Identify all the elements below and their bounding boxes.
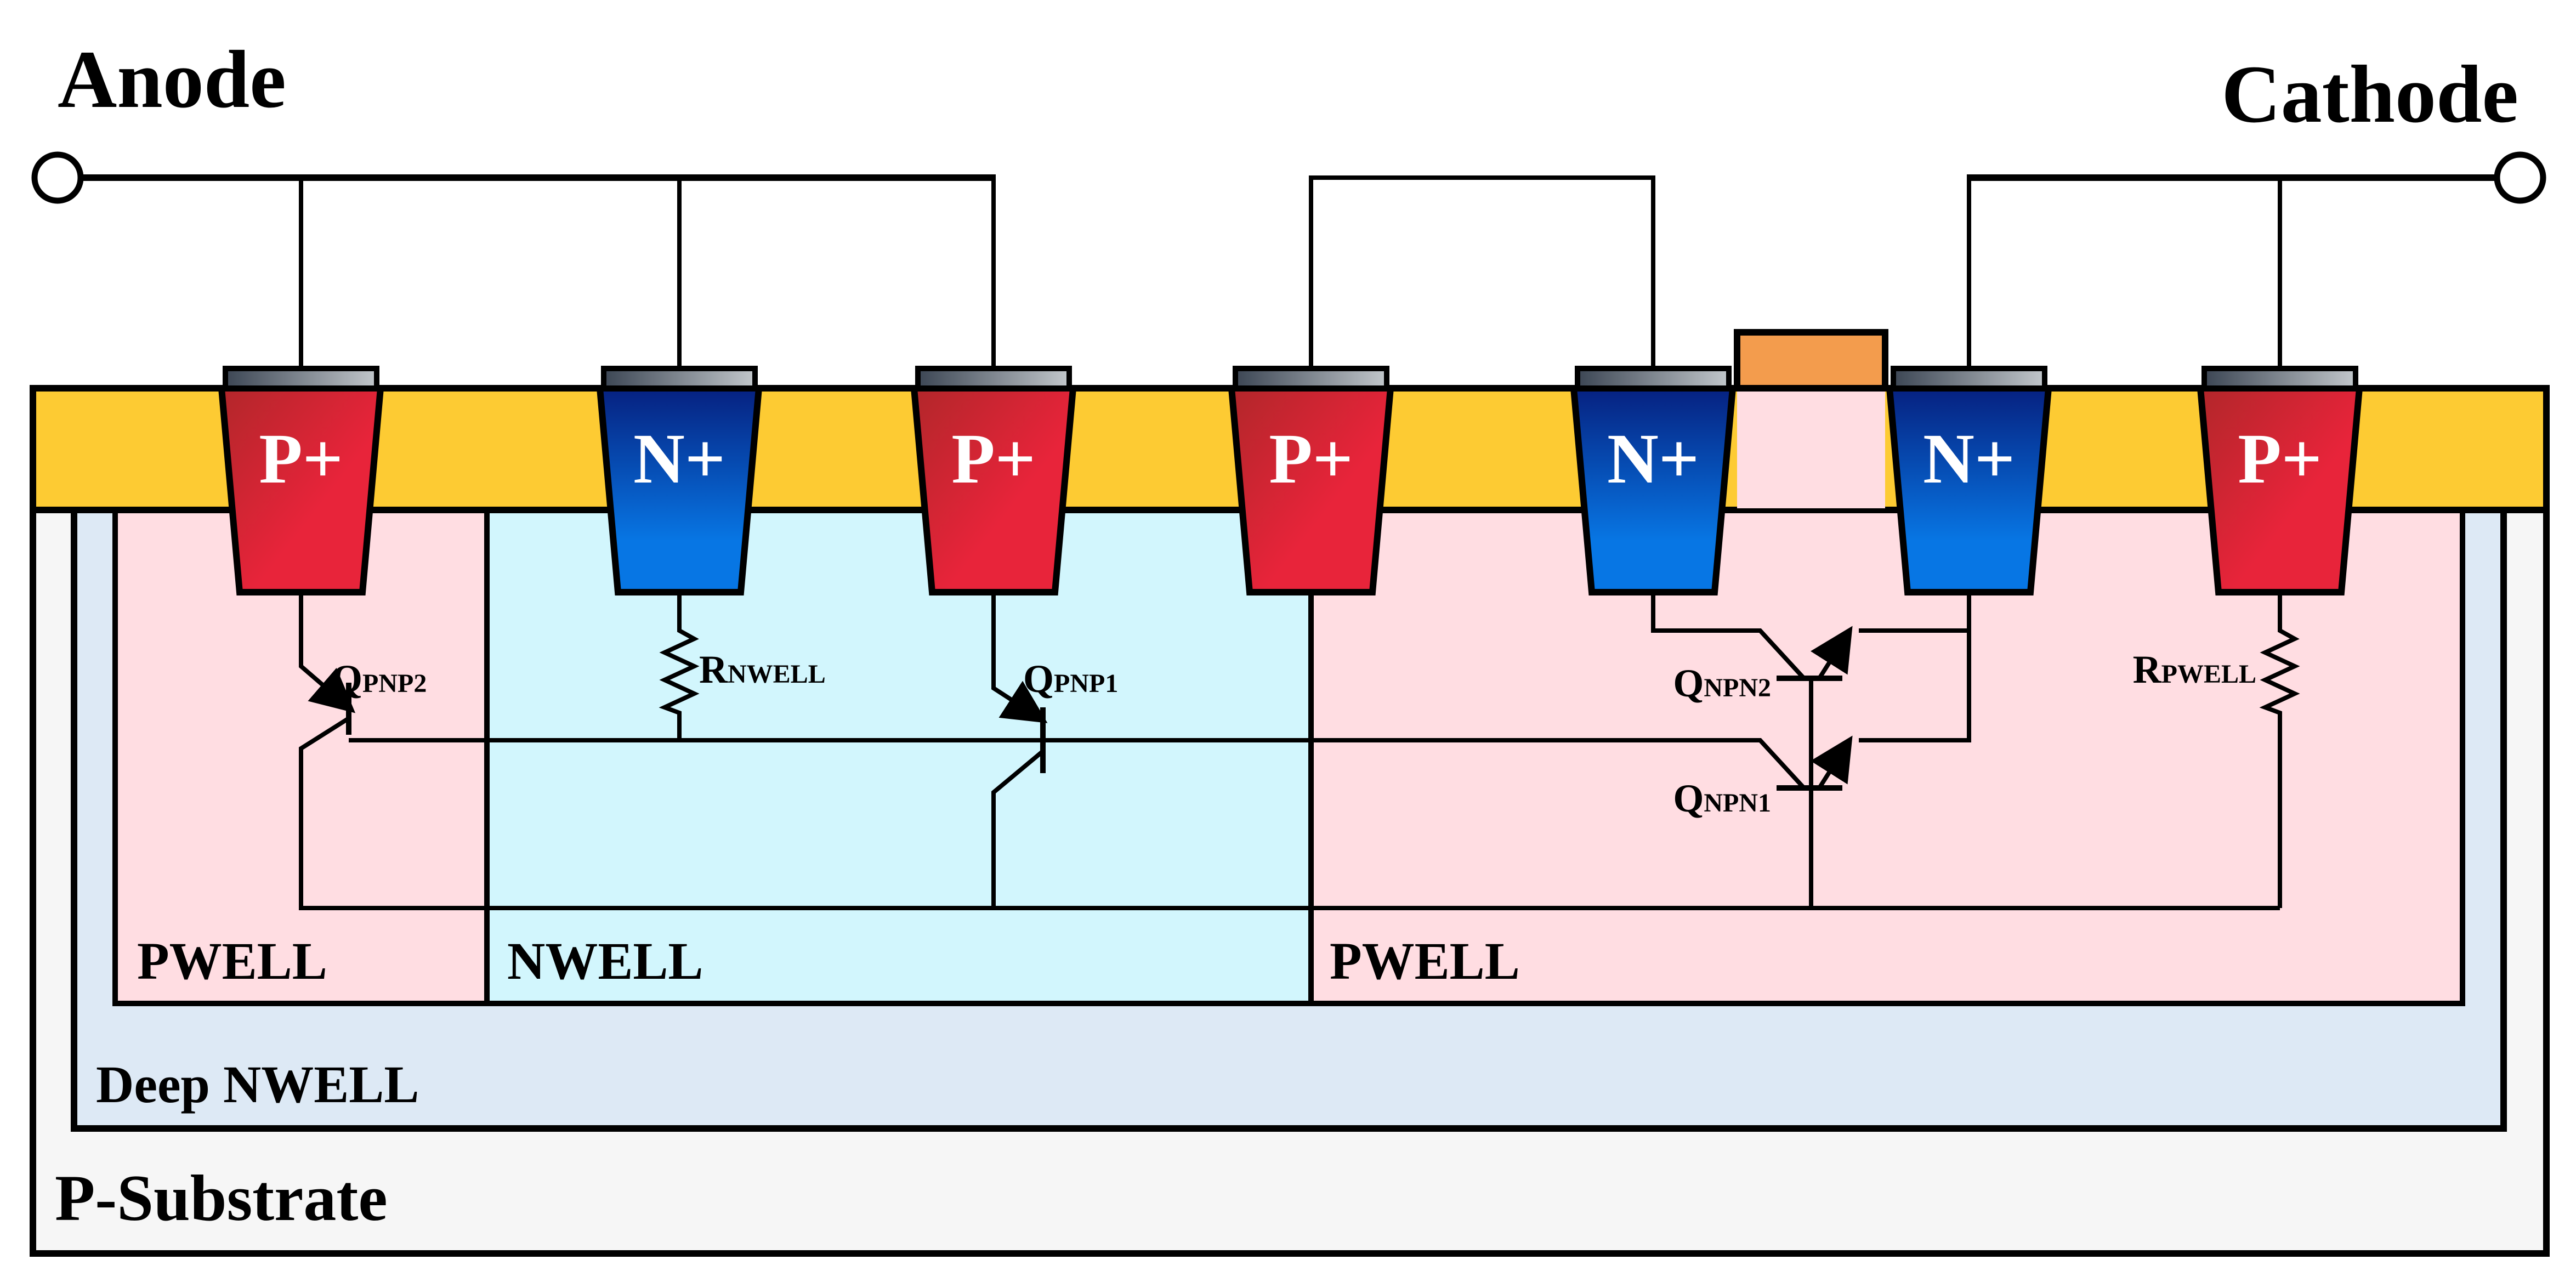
qnpn2-collector-wire bbox=[1651, 592, 1806, 680]
diffusion-n-plus-2: N+ bbox=[596, 366, 763, 595]
metal-contact bbox=[1891, 366, 2047, 391]
metal-contact bbox=[915, 366, 1072, 391]
diffusion-label: N+ bbox=[1607, 419, 1699, 498]
rpwell-label: RPWELL bbox=[2133, 648, 2256, 691]
diffusion-label: P+ bbox=[2238, 419, 2322, 498]
circuit-wiring bbox=[82, 174, 2495, 910]
gate-poly bbox=[1734, 329, 1888, 392]
rnwell-label: RNWELL bbox=[699, 648, 826, 691]
diffusion-label: P+ bbox=[951, 419, 1036, 498]
diffusion-n-plus-5: N+ bbox=[1570, 366, 1737, 595]
nwell-region bbox=[484, 507, 1314, 1006]
metal-contact bbox=[223, 366, 379, 391]
diffusion-p-plus-3: P+ bbox=[910, 366, 1077, 595]
nwell-label: NWELL bbox=[507, 932, 703, 990]
diffusion-contacts: P+ N+ P+ P+ N+ N+ P+ bbox=[218, 366, 2363, 595]
anode-terminal[interactable] bbox=[31, 151, 84, 204]
rpwell-resistor bbox=[2259, 592, 2300, 908]
diffusion-p-plus-1: P+ bbox=[218, 366, 384, 595]
pwell-left-label: PWELL bbox=[137, 932, 327, 990]
qpnp1-emitter-wire bbox=[991, 592, 1048, 723]
pwell-right-label: PWELL bbox=[1330, 932, 1520, 990]
anode-label: Anode bbox=[58, 34, 286, 125]
diffusion-label: P+ bbox=[1269, 419, 1353, 498]
qpnp2-emitter-wire bbox=[299, 592, 356, 713]
metal-contact bbox=[1575, 366, 1732, 391]
labels: Anode Cathode PWELL NWELL PWELL Deep NWE… bbox=[55, 34, 2518, 1234]
diffusion-label: N+ bbox=[1923, 419, 2015, 498]
diffusion-label: N+ bbox=[633, 419, 725, 498]
cathode-terminal[interactable] bbox=[2494, 151, 2546, 204]
p-substrate-label: P-Substrate bbox=[55, 1161, 388, 1234]
cathode-label: Cathode bbox=[2221, 49, 2518, 140]
qpnp1-label: QPNP1 bbox=[1023, 657, 1118, 701]
metal-contact bbox=[601, 366, 758, 391]
diffusion-n-plus-6: N+ bbox=[1886, 366, 2052, 595]
metal-contact bbox=[2201, 366, 2358, 391]
qpnp2-label: QPNP2 bbox=[332, 657, 427, 701]
qnpn1-emitter-lead bbox=[1859, 592, 1971, 742]
deep-nwell-label: Deep NWELL bbox=[96, 1055, 419, 1114]
rnwell-resistor bbox=[659, 592, 700, 740]
qnpn2-emitter-wire bbox=[1810, 626, 1853, 680]
qnpn1-label: QNPN1 bbox=[1673, 776, 1771, 820]
qpnp1-collector-wire bbox=[991, 749, 1045, 908]
diffusion-p-plus-7: P+ bbox=[2197, 366, 2363, 595]
channel-region bbox=[1737, 392, 1885, 508]
metal-contact bbox=[1233, 366, 1389, 391]
qnpn1-emitter-wire bbox=[1810, 735, 1853, 790]
floating-bus bbox=[1309, 175, 1655, 370]
qnpn2-label: QNPN2 bbox=[1673, 661, 1771, 705]
base-node-line bbox=[349, 738, 1806, 790]
diffusion-label: P+ bbox=[259, 419, 343, 498]
diffusion-p-plus-4: P+ bbox=[1228, 366, 1394, 595]
